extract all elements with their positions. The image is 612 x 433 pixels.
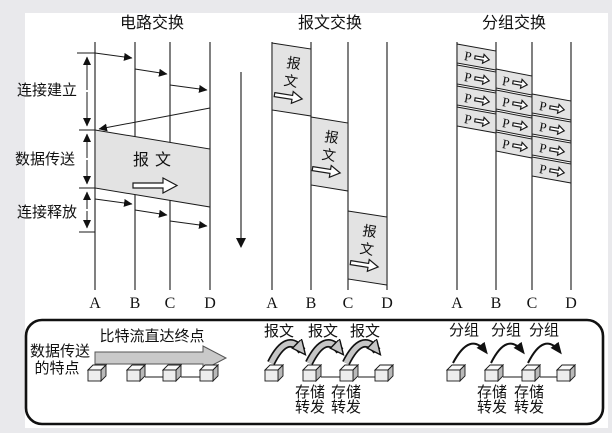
message-block-label: 文 (321, 147, 337, 165)
packet-label: P (501, 115, 511, 131)
forward-label: 转发 (331, 399, 361, 416)
store-label: 存储 (331, 384, 361, 401)
bitstream-arrow-icon (94, 345, 228, 371)
phase-label-release: 连接释放 (17, 204, 77, 221)
packet-block: P (531, 114, 572, 142)
packet-label: P (501, 94, 511, 110)
node-label: A (266, 295, 278, 312)
legend-caption-line2: 的特点 (34, 360, 79, 377)
hop-label: 报文 (264, 323, 294, 340)
hop-label: 分组 (449, 322, 479, 339)
release-arrow-icon (134, 209, 168, 218)
packet-block: P (531, 156, 572, 184)
bitstream-label: 比特流直达终点 (99, 328, 204, 345)
packet-label: P (501, 136, 511, 152)
hop-arrow-icon (452, 341, 488, 364)
packet-label: P (538, 98, 548, 114)
packet-label: P (463, 90, 473, 106)
packet-block: P (531, 135, 572, 163)
packet-label: P (463, 48, 473, 64)
packet-label: P (501, 73, 511, 89)
store-label: 存储 (514, 384, 544, 401)
node-label: D (381, 295, 393, 312)
node-label: C (165, 295, 176, 312)
hop-arrow-icon (527, 341, 562, 364)
node-label: A (451, 295, 463, 312)
hop-arrow-icon (343, 343, 377, 365)
panel-title: 分组交换 (482, 14, 546, 32)
node-label: A (89, 295, 101, 312)
node-label: B (491, 295, 502, 312)
node-cube-icon (87, 364, 107, 382)
release-arrow-icon (94, 198, 133, 207)
setup-arrow-icon (169, 84, 208, 93)
message-parallelogram (94, 129, 211, 208)
message-block: 报 文 (310, 116, 349, 192)
panel-packet-switching: 分组交换 P P P P P P (451, 14, 577, 312)
node-cube-icon (374, 364, 394, 382)
panel-title: 报文交换 (298, 14, 362, 32)
packet-label: P (463, 69, 473, 85)
hop-label: 分组 (491, 322, 521, 339)
forward-label: 转发 (514, 399, 544, 416)
panel-circuit-switching: 电路交换 连接建立 数据传送 连接释放 报文 (15, 14, 216, 312)
setup-arrow-icon (134, 68, 168, 77)
release-arrow-icon (169, 220, 208, 229)
node-cube-icon (264, 364, 284, 382)
legend-circuit-group: 比特流直达终点 (87, 328, 228, 382)
message-block-label: 文 (359, 241, 375, 259)
phase-label-transfer: 数据传送 (15, 151, 75, 168)
packet-label: P (538, 119, 548, 135)
node-label: B (130, 295, 141, 312)
message-block-label: 报 (361, 223, 377, 241)
forward-label: 转发 (477, 399, 507, 416)
store-label: 存储 (477, 384, 507, 401)
panel-message-switching: 报文交换 报 文 报 文 报 文 (266, 14, 393, 312)
packet-label: P (538, 161, 548, 177)
legend-message-group: 报文 报文 报文 存储 转发 存储 转发 (264, 323, 394, 416)
node-cube-icon (199, 364, 219, 382)
packet-label: P (463, 111, 473, 127)
store-label: 存储 (295, 384, 325, 401)
hop-arrow-icon (268, 343, 302, 365)
legend-box: 数据传送 的特点 比特流直达终点 报文 报文 报文 (24, 318, 605, 426)
node-cube-icon (339, 364, 359, 382)
forward-label: 转发 (295, 399, 325, 416)
setup-arrow-icon (94, 52, 133, 61)
accept-arrow-icon (98, 107, 211, 132)
node-label: D (204, 295, 216, 312)
node-cube-icon (521, 364, 541, 382)
hop-arrow-icon (306, 343, 340, 365)
legend-packet-group: 分组 分组 分组 存储 转发 存储 转发 (446, 322, 576, 416)
packet-block: P (531, 93, 572, 121)
hop-label: 报文 (308, 323, 338, 340)
message-label: 报文 (133, 151, 177, 169)
node-cube-icon (126, 364, 146, 382)
node-label: C (343, 295, 354, 312)
message-block: 报 文 (271, 42, 312, 117)
message-block: 报 文 (347, 210, 388, 286)
panel-title: 电路交换 (120, 14, 184, 32)
hop-label: 分组 (529, 322, 559, 339)
message-block-label: 报 (285, 55, 301, 73)
node-cube-icon (484, 364, 504, 382)
packet-label: P (538, 140, 548, 156)
message-block-label: 报 (323, 129, 339, 147)
message-block-label: 文 (283, 73, 299, 91)
hop-label: 报文 (350, 323, 380, 340)
node-cube-icon (302, 364, 322, 382)
node-cube-icon (162, 364, 182, 382)
phase-label-setup: 连接建立 (17, 82, 77, 99)
node-cube-icon (556, 364, 576, 382)
hop-arrow-icon (490, 341, 525, 364)
node-cube-icon (446, 364, 466, 382)
node-label: D (565, 295, 577, 312)
node-label: C (527, 295, 538, 312)
legend-caption-line1: 数据传送 (30, 343, 90, 360)
node-label: B (306, 295, 317, 312)
